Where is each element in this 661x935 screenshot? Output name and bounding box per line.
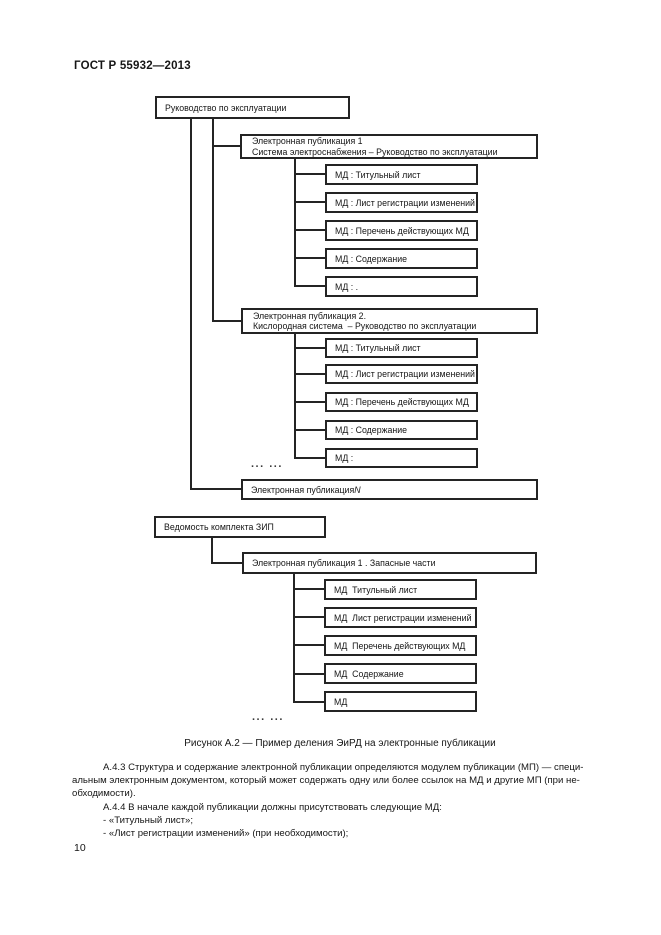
connector-md-stub [293, 701, 324, 703]
node-label: Руководство по эксплуатации [165, 102, 287, 113]
node-md: МД : Содержание [325, 248, 478, 269]
node-label: МД Лист регистрации изменений [334, 612, 472, 623]
connector-md-stub [294, 229, 325, 231]
connector-branch-zip [293, 574, 295, 703]
node-label: МД Перечень действующих МД [334, 640, 466, 651]
node-label: МД : Титульный лист [335, 343, 421, 353]
node-label: МД : Лист регистрации изменений [335, 197, 475, 208]
node-md: МД : Титульный лист [325, 164, 478, 185]
node-manual-root: Руководство по эксплуатации [155, 96, 350, 119]
node-md: МД : [325, 448, 478, 468]
node-label: МД Содержание [334, 668, 404, 679]
node-label: МД : Перечень действующих МД [335, 225, 469, 236]
node-label: МД [334, 696, 348, 707]
node-md: МД : Перечень действующих МД [325, 220, 478, 241]
connector-md-stub [294, 457, 325, 459]
node-label-n: N [354, 484, 361, 495]
paragraph-a43-line: А.4.3 Структура и содержание электронной… [103, 762, 584, 773]
node-label: Ведомость комплекта ЗИП [164, 522, 274, 532]
connector-md-stub [294, 373, 325, 375]
node-zip-publication-1: Электронная публикация 1 . Запасные част… [242, 552, 537, 574]
list-item: - «Лист регистрации изменений» (при необ… [103, 828, 349, 840]
node-publication-n: Электронная публикация N [241, 479, 538, 500]
connector-md-stub [294, 347, 325, 349]
figure-caption: Рисунок А.2 — Пример деления ЭиРД на эле… [184, 738, 496, 749]
node-label: МД : Перечень действующих МД [335, 397, 469, 407]
connector-md-stub [294, 429, 325, 431]
node-label: МД : . [335, 281, 359, 292]
node-md: МД : Содержание [325, 420, 478, 440]
node-md: МД Лист регистрации изменений [324, 607, 477, 628]
connector-md-stub [294, 257, 325, 259]
node-label: МД : Содержание [335, 425, 408, 435]
connector-branch-pub2 [294, 333, 296, 459]
connector-trunk-a [190, 117, 192, 490]
node-label: Электронная публикация 1 . Запасные част… [252, 558, 436, 568]
node-md: МД Содержание [324, 663, 477, 684]
node-label: МД : Титульный лист [335, 169, 421, 180]
connector-branch-pub1 [294, 158, 296, 287]
connector-trunk-b [212, 117, 214, 322]
node-label: МД : [335, 453, 354, 463]
paragraph-a43-line: обходимости). [72, 788, 136, 800]
ellipsis-more-publications: ... ... [252, 711, 284, 723]
body-text: А.4.3 Структура и содержание электронной… [72, 761, 596, 840]
node-publication-1: Электронная публикация 1 Система электро… [240, 134, 538, 159]
node-md: МД : Лист регистрации изменений [325, 192, 478, 213]
node-label-line2: Система электроснабжения – Руководство п… [252, 146, 498, 157]
connector-md-stub [294, 285, 325, 287]
connector-trunk-zip [211, 536, 213, 564]
connector-stub-zip-pub1 [211, 562, 242, 564]
connector-md-stub [293, 588, 324, 590]
connector-md-stub [294, 201, 325, 203]
node-label: Электронная публикация [251, 484, 355, 495]
connector-stub-pub2 [212, 320, 241, 322]
node-label-line1: Электронная публикация 2. [253, 310, 367, 321]
node-label: МД : Содержание [335, 253, 408, 264]
node-md: МД [324, 691, 477, 712]
node-md: МД : Титульный лист [325, 338, 478, 358]
node-md: МД : Перечень действующих МД [325, 392, 478, 412]
ellipsis-more-publications: ... ... [251, 458, 283, 470]
node-publication-2: Электронная публикация 2. Кислородная си… [241, 308, 538, 334]
page-number: 10 [74, 842, 86, 854]
connector-md-stub [294, 401, 325, 403]
node-label-line1: Электронная публикация 1 [252, 136, 363, 146]
connector-md-stub [293, 673, 324, 675]
node-md: МД Титульный лист [324, 579, 477, 600]
node-label-line2: Кислородная система – Руководство по экс… [253, 321, 477, 331]
connector-md-stub [293, 616, 324, 618]
node-md: МД : Лист регистрации изменений [325, 364, 478, 384]
node-md: МД Перечень действующих МД [324, 635, 477, 656]
node-md: МД : . [325, 276, 478, 297]
node-label: МД : Лист регистрации изменений [335, 369, 475, 379]
connector-stub-pubn [190, 488, 241, 490]
page-header: ГОСТ Р 55932—2013 [74, 60, 191, 72]
node-label: МД Титульный лист [334, 584, 418, 595]
list-item: - «Титульный лист»; [103, 814, 194, 826]
connector-md-stub [293, 644, 324, 646]
connector-stub-pub1 [212, 145, 240, 147]
connector-md-stub [294, 173, 325, 175]
paragraph-a43-line: альным электронным документом, который м… [72, 775, 580, 787]
paragraph-a44: А.4.4 В начале каждой публикации должны … [103, 801, 442, 813]
node-zip-root: Ведомость комплекта ЗИП [154, 516, 326, 538]
